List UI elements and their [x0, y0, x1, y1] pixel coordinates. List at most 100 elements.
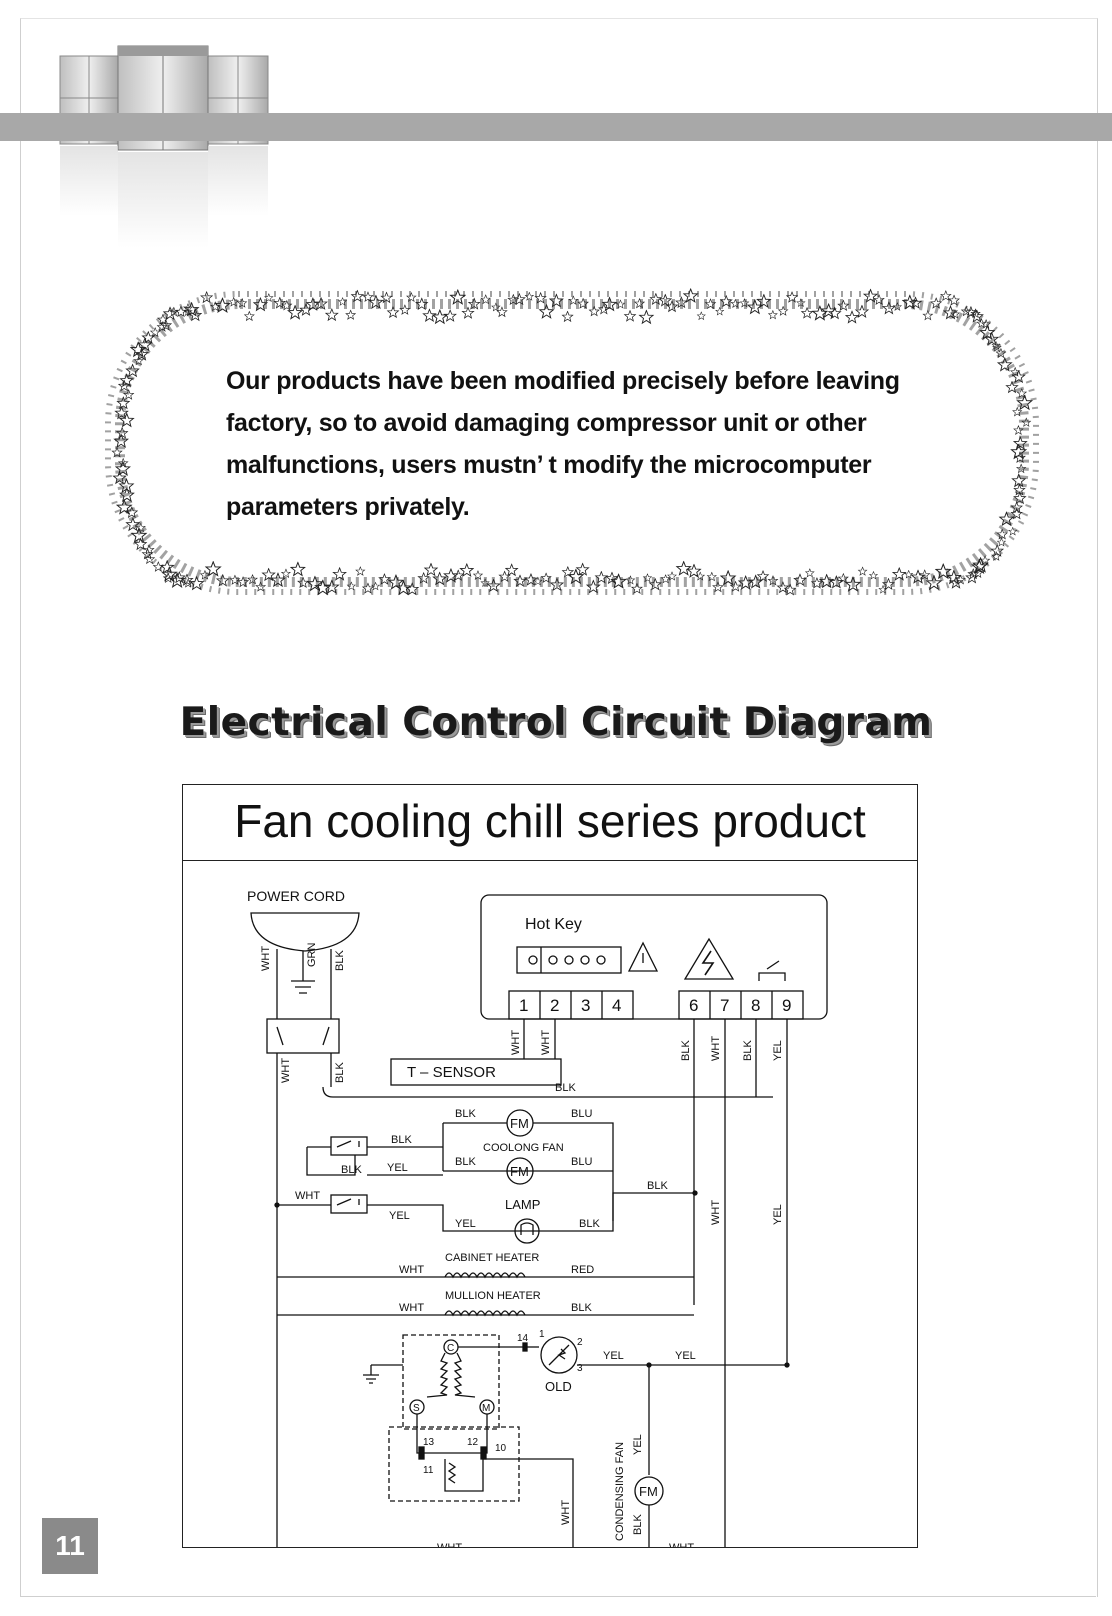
wire-label-blk: BLK	[647, 1180, 668, 1192]
wire-label-wht: WHT	[510, 1030, 522, 1055]
evaporator-fan-motor-2	[506, 1157, 534, 1185]
star-icon	[1013, 436, 1028, 450]
wire-label-blk: BLK	[455, 1108, 476, 1120]
star-icon	[368, 295, 383, 309]
star-icon	[444, 309, 457, 322]
relay-contact	[758, 960, 786, 981]
star-border	[105, 288, 1039, 595]
wire-label-yel: YEL	[389, 1210, 410, 1222]
notice-text: Our products have been modified precisel…	[226, 367, 900, 521]
cabinet-heater-coil	[444, 1272, 526, 1279]
wire-label-blk: BLK	[555, 1082, 576, 1094]
wire-label-blk: BLK	[334, 950, 346, 971]
wire-label-grn: GRN	[306, 943, 318, 968]
wire-label-yel: YEL	[772, 1204, 784, 1225]
start-winding-icon	[426, 1352, 449, 1398]
wire-label-blk: BLK	[571, 1302, 592, 1314]
ground-symbol	[291, 980, 315, 994]
star-icon	[562, 566, 574, 578]
main-switch	[266, 1018, 340, 1054]
page-frame	[20, 18, 1098, 1597]
ptc-icon	[447, 1462, 457, 1484]
diagram-title: Fan cooling chill series product	[183, 785, 917, 861]
wire-label-blk: BLK	[742, 1040, 754, 1061]
coolong-fan-label: COOLONG FAN	[483, 1142, 564, 1154]
circuit-diagram-box: Fan cooling chill series product POWER C…	[182, 784, 918, 1548]
star-icon	[768, 310, 778, 319]
wire-label-wht: WHT	[437, 1542, 462, 1547]
terminal-6: 6	[689, 996, 698, 1015]
star-icon	[513, 293, 526, 305]
start-relay-box	[388, 1426, 520, 1502]
star-icon	[649, 578, 662, 590]
wire-label-wht: WHT	[295, 1190, 320, 1202]
pin-10: 10	[495, 1443, 507, 1454]
wire-label-blk: BLK	[391, 1134, 412, 1146]
pin-11: 11	[423, 1465, 434, 1476]
old-label: OLD	[545, 1379, 572, 1394]
wire-label-yel: YEL	[675, 1350, 696, 1362]
high-voltage-icon	[683, 937, 735, 980]
evaporator-fan-motor	[506, 1109, 534, 1137]
star-icon	[355, 566, 365, 576]
star-icon	[345, 309, 356, 320]
wire-label-blk: BLK	[680, 1040, 692, 1061]
star-icon	[845, 310, 859, 324]
cabinet-heater-label: CABINET HEATER	[445, 1252, 539, 1264]
star-icon	[274, 297, 286, 309]
door-switch-2	[330, 1194, 368, 1214]
warning-icon	[627, 941, 659, 972]
pin-3: 3	[577, 1363, 583, 1374]
terminal-2: 2	[550, 996, 559, 1015]
condensing-fan-label: CONDENSING FAN	[614, 1442, 626, 1541]
fm-label: FM	[510, 1164, 529, 1179]
star-icon	[801, 307, 813, 319]
compressor-ground	[363, 1364, 403, 1384]
wire-label-wht: WHT	[710, 1200, 722, 1225]
hot-key-port	[516, 946, 622, 974]
terminal-9: 9	[782, 996, 791, 1015]
star-icon	[805, 568, 815, 577]
controller-box	[480, 894, 828, 1020]
wire-label-blk: BLK	[334, 1062, 346, 1083]
wire-label-blu: BLU	[571, 1108, 592, 1120]
terminal-block-left	[508, 990, 634, 1020]
mullion-heater-coil	[444, 1310, 526, 1317]
s-label: S	[413, 1403, 420, 1414]
c-label: C	[447, 1343, 454, 1354]
star-icon	[922, 310, 933, 320]
star-icon	[624, 310, 636, 322]
notice-panel: Our products have been modified precisel…	[98, 282, 1046, 604]
wire-label-yel: YEL	[603, 1350, 624, 1362]
star-icon	[524, 573, 538, 586]
star-icon	[505, 563, 518, 576]
run-winding-icon	[453, 1352, 476, 1398]
compressor-box	[402, 1334, 500, 1430]
overload-protector-icon	[540, 1336, 578, 1374]
wire-label-wht: WHT	[560, 1500, 572, 1525]
star-icon	[562, 311, 574, 322]
m-label: M	[482, 1403, 490, 1414]
wire-label-yel: YEL	[772, 1040, 784, 1061]
header-bar	[0, 113, 1112, 141]
fm-label: FM	[510, 1116, 529, 1131]
pin-14: 14	[517, 1333, 529, 1344]
pin-2: 2	[577, 1337, 583, 1348]
pin-1: 1	[539, 1329, 545, 1340]
star-icon	[244, 311, 255, 321]
star-icon	[697, 311, 706, 320]
wire-label-blk: BLK	[341, 1164, 362, 1176]
hot-key-label: Hot Key	[525, 916, 582, 933]
star-icon	[576, 563, 590, 576]
star-icon	[1013, 425, 1024, 435]
star-icon	[892, 567, 906, 581]
t-sensor-label: T – SENSOR	[407, 1064, 496, 1081]
star-icon	[424, 563, 438, 576]
wire-label-blk: BLK	[632, 1514, 644, 1535]
wire-label-blu: BLU	[571, 1156, 592, 1168]
terminal-4: 4	[612, 996, 621, 1015]
star-icon	[325, 308, 339, 321]
wire-label-wht: WHT	[710, 1036, 722, 1061]
terminal-8: 8	[751, 996, 760, 1015]
fm-label: FM	[639, 1484, 658, 1499]
